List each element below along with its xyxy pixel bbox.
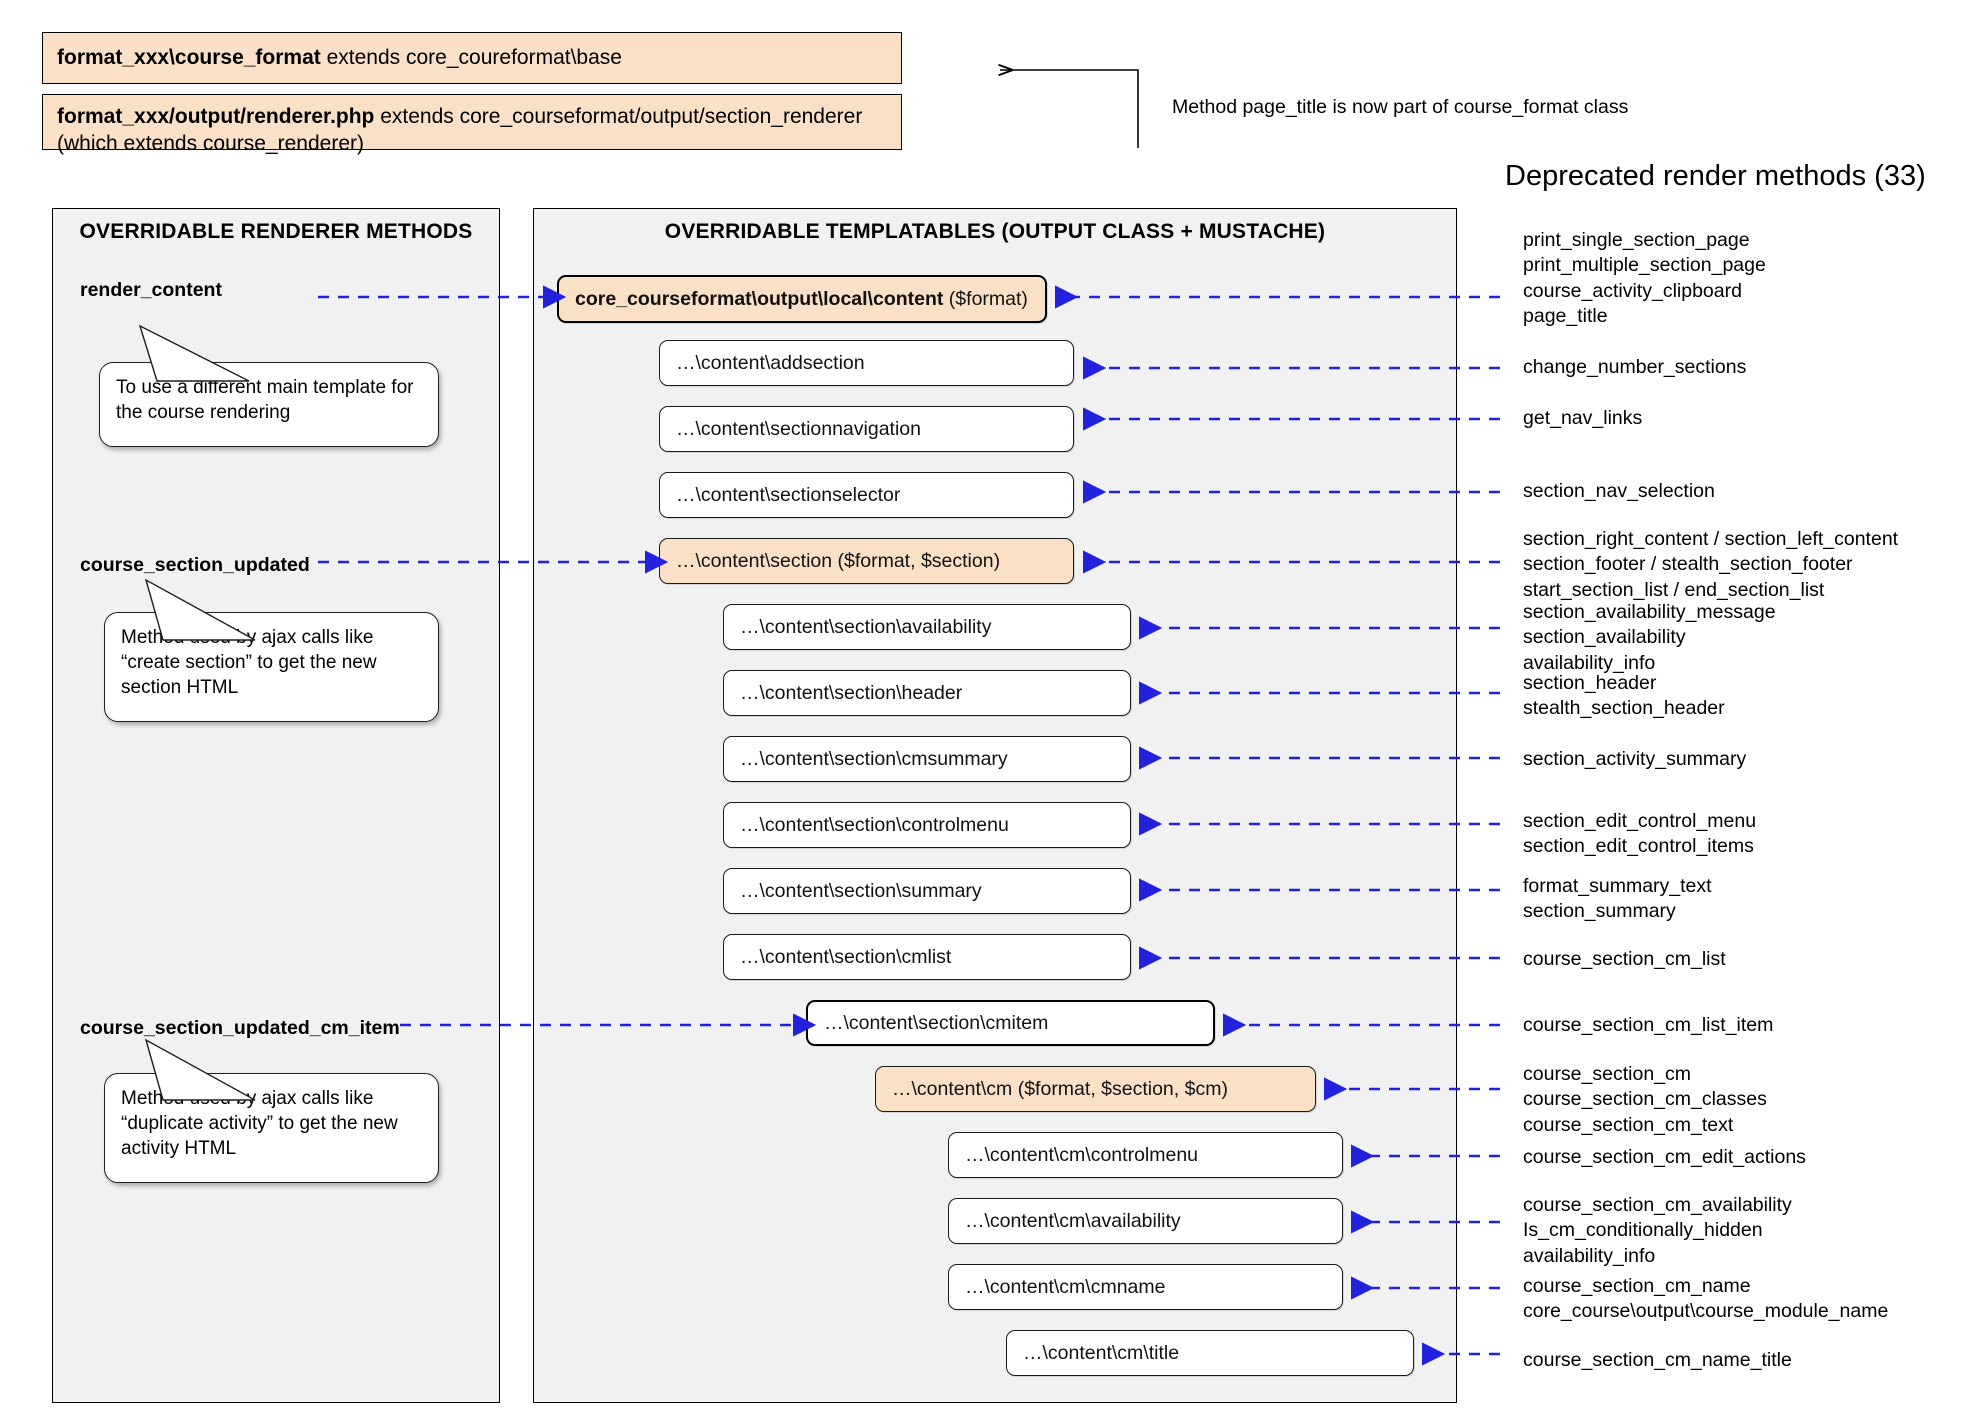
deprecated-group-11: course_section_cm_list_item [1523, 1013, 1773, 1038]
deprecated-group-4: section_right_content / section_left_con… [1523, 527, 1898, 603]
deprecated-line: availability_info [1523, 1244, 1656, 1267]
templatable-box-cm[interactable]: …\content\cm ($format, $section, $cm) [875, 1066, 1316, 1112]
deprecated-group-3: section_nav_selection [1523, 479, 1715, 504]
deprecated-group-13: course_section_cm_edit_actions [1523, 1145, 1806, 1170]
page-title-note: Method page_title is now part of course_… [1172, 96, 1629, 118]
left-panel-title-text: OVERRIDABLE RENDERER METHODS [79, 220, 473, 243]
templatable-box-content-rest: ($format) [943, 287, 1028, 310]
deprecated-line: section_header [1523, 672, 1657, 694]
deprecated-line: page_title [1523, 305, 1608, 328]
templatable-box-section-cmitem[interactable]: …\content\section\cmitem [806, 1000, 1215, 1046]
deprecated-group-7: section_activity_summary [1523, 747, 1746, 772]
deprecated-group-16: course_section_cm_name_title [1523, 1348, 1792, 1373]
deprecated-line: course_section_cm_name_title [1523, 1349, 1792, 1371]
deprecated-group-6: section_header stealth_section_header [1523, 671, 1725, 722]
center-panel-title-text: OVERRIDABLE TEMPLATABLES (OUTPUT CLASS +… [664, 220, 1326, 243]
deprecated-line: Is_cm_conditionally_hidden [1523, 1219, 1763, 1242]
deprecated-line: course_section_cm_text [1523, 1113, 1734, 1136]
header-bar-1-rest: extends core_coureformat\base [320, 46, 622, 70]
callout-render-content: To use a different main template for the… [99, 362, 439, 447]
deprecated-line: get_nav_links [1523, 407, 1643, 429]
left-panel-title: OVERRIDABLE RENDERER METHODS [52, 220, 500, 244]
deprecated-line: course_section_cm_availability [1523, 1194, 1792, 1216]
deprecated-line: start_section_list / end_section_list [1523, 578, 1825, 601]
deprecated-group-2: get_nav_links [1523, 406, 1642, 431]
deprecated-group-8: section_edit_control_menu section_edit_c… [1523, 809, 1756, 860]
deprecated-line: core_course\output\course_module_name [1523, 1300, 1889, 1323]
templatable-box-addsection[interactable]: …\content\addsection [659, 340, 1074, 386]
deprecated-group-10: course_section_cm_list [1523, 947, 1726, 972]
templatable-box-section-cmsummary[interactable]: …\content\section\cmsummary [723, 736, 1131, 782]
templatable-box-content-bold: core_courseformat\output\local\content [575, 287, 944, 310]
templatable-box-section-header[interactable]: …\content\section\header [723, 670, 1131, 716]
deprecated-line: section_activity_summary [1523, 748, 1747, 770]
callout-course-section-updated: Method used by ajax calls like “create s… [104, 612, 439, 722]
templatable-box-section-controlmenu[interactable]: …\content\section\controlmenu [723, 802, 1131, 848]
templatable-box-section-summary[interactable]: …\content\section\summary [723, 868, 1131, 914]
deprecated-line: section_nav_selection [1523, 480, 1715, 502]
deprecated-line: print_multiple_section_page [1523, 254, 1766, 277]
templatable-box-cm-title[interactable]: …\content\cm\title [1006, 1330, 1414, 1376]
templatable-box-cm-availability[interactable]: …\content\cm\availability [948, 1198, 1343, 1244]
deprecated-line: section_summary [1523, 900, 1676, 923]
deprecated-line: section_availability_message [1523, 601, 1776, 623]
deprecated-group-15: course_section_cm_name core_course\outpu… [1523, 1274, 1888, 1325]
header-bar-2-bold: format_xxx/output/renderer.php [57, 105, 375, 128]
deprecated-group-9: format_summary_text section_summary [1523, 874, 1712, 925]
deprecated-line: availability_info [1523, 651, 1656, 674]
header-bar-course-format: format_xxx\course_format extends core_co… [42, 32, 902, 84]
deprecated-line: section_footer / stealth_section_footer [1523, 553, 1853, 576]
deprecated-line: stealth_section_header [1523, 697, 1725, 720]
header-connector [1000, 70, 1139, 148]
deprecated-line: section_right_content / section_left_con… [1523, 528, 1899, 550]
deprecated-group-1: change_number_sections [1523, 355, 1746, 380]
deprecated-group-5: section_availability_message section_ava… [1523, 600, 1776, 676]
deprecated-group-0: print_single_section_page print_multiple… [1523, 228, 1766, 329]
callout-course-section-updated-cm-item: Method used by ajax calls like “duplicat… [104, 1073, 439, 1183]
deprecated-line: course_section_cm_name [1523, 1275, 1751, 1297]
deprecated-line: section_availability [1523, 626, 1686, 649]
templatable-box-section[interactable]: …\content\section ($format, $section) [659, 538, 1074, 584]
templatable-box-sectionnavigation[interactable]: …\content\sectionnavigation [659, 406, 1074, 452]
templatable-box-section-cmlist[interactable]: …\content\section\cmlist [723, 934, 1131, 980]
templatable-box-sectionselector[interactable]: …\content\sectionselector [659, 472, 1074, 518]
deprecated-line: course_section_cm_list_item [1523, 1014, 1774, 1036]
deprecated-line: course_section_cm [1523, 1063, 1691, 1085]
templatable-box-cm-controlmenu[interactable]: …\content\cm\controlmenu [948, 1132, 1343, 1178]
center-panel-title: OVERRIDABLE TEMPLATABLES (OUTPUT CLASS +… [533, 220, 1457, 244]
header-bar-2-rest: extends core_courseformat/output/section… [57, 105, 863, 156]
deprecated-line: course_activity_clipboard [1523, 279, 1742, 302]
method-course-section-updated: course_section_updated [80, 554, 310, 576]
header-bar-renderer-php: format_xxx/output/renderer.php extends c… [42, 94, 902, 155]
deprecated-line: section_edit_control_items [1523, 835, 1754, 858]
deprecated-line: change_number_sections [1523, 356, 1747, 378]
method-course-section-updated-cm-item: course_section_updated_cm_item [80, 1017, 400, 1039]
header-bar-1-bold: format_xxx\course_format [57, 46, 321, 70]
deprecated-methods-title: Deprecated render methods (33) [1505, 160, 1926, 192]
deprecated-line: course_section_cm_classes [1523, 1088, 1767, 1111]
deprecated-line: course_section_cm_list [1523, 948, 1726, 970]
deprecated-line: print_single_section_page [1523, 229, 1750, 251]
deprecated-line: format_summary_text [1523, 875, 1712, 897]
deprecated-group-14: course_section_cm_availability Is_cm_con… [1523, 1193, 1792, 1269]
deprecated-line: course_section_cm_edit_actions [1523, 1146, 1806, 1168]
method-render-content: render_content [80, 279, 222, 301]
templatable-box-content[interactable]: core_courseformat\output\local\content (… [557, 275, 1047, 323]
templatable-box-section-availability[interactable]: …\content\section\availability [723, 604, 1131, 650]
deprecated-line: section_edit_control_menu [1523, 810, 1757, 832]
templatable-box-cm-cmname[interactable]: …\content\cm\cmname [948, 1264, 1343, 1310]
deprecated-group-12: course_section_cm course_section_cm_clas… [1523, 1062, 1767, 1138]
